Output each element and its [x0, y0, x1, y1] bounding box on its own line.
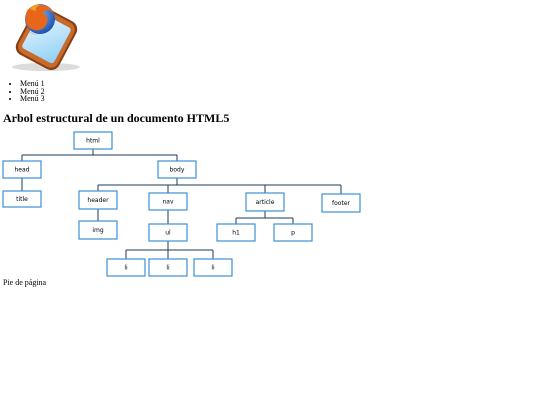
html5-structure-tree: html head body title header nav article: [2, 131, 361, 277]
node-header-label: header: [87, 197, 109, 204]
firefox-phone-logo: [12, 4, 80, 71]
node-li-3: li: [193, 258, 233, 277]
node-article: article: [245, 192, 285, 212]
node-title: title: [2, 190, 42, 208]
menu-item-1[interactable]: Menú 1: [20, 80, 45, 88]
node-li-3-label: li: [211, 265, 215, 272]
node-head: head: [2, 160, 42, 179]
node-footer-label: footer: [332, 200, 350, 207]
node-body: body: [157, 160, 197, 179]
node-img-label: img: [92, 227, 104, 234]
page-title: Arbol estructural de un documento HTML5: [3, 111, 230, 125]
node-li-1-label: li: [124, 265, 128, 272]
node-ul: ul: [148, 223, 188, 242]
node-head-label: head: [15, 167, 30, 174]
node-li-2: li: [148, 258, 188, 277]
node-img: img: [78, 220, 118, 240]
node-h1-label: h1: [232, 230, 240, 237]
node-p: p: [273, 223, 313, 242]
node-ul-label: ul: [165, 230, 171, 237]
node-html: html: [73, 131, 113, 150]
node-body-label: body: [170, 167, 185, 174]
node-li-2-label: li: [166, 265, 170, 272]
node-html-label: html: [86, 138, 100, 145]
node-header: header: [78, 190, 118, 210]
node-li-1: li: [106, 258, 146, 277]
menu-item-3[interactable]: Menú 3: [20, 95, 45, 103]
node-title-label: title: [16, 196, 28, 203]
node-footer: footer: [321, 193, 361, 213]
tree-connectors: [21, 149, 342, 259]
node-p-label: p: [291, 230, 295, 237]
node-nav: nav: [148, 192, 188, 211]
page-footer: Pie de página: [3, 278, 47, 287]
nav-menu: Menú 1 Menú 2 Menú 3: [10, 80, 45, 103]
node-article-label: article: [256, 199, 275, 206]
node-h1: h1: [216, 223, 256, 242]
menu-item-2[interactable]: Menú 2: [20, 87, 45, 96]
node-nav-label: nav: [162, 199, 173, 206]
